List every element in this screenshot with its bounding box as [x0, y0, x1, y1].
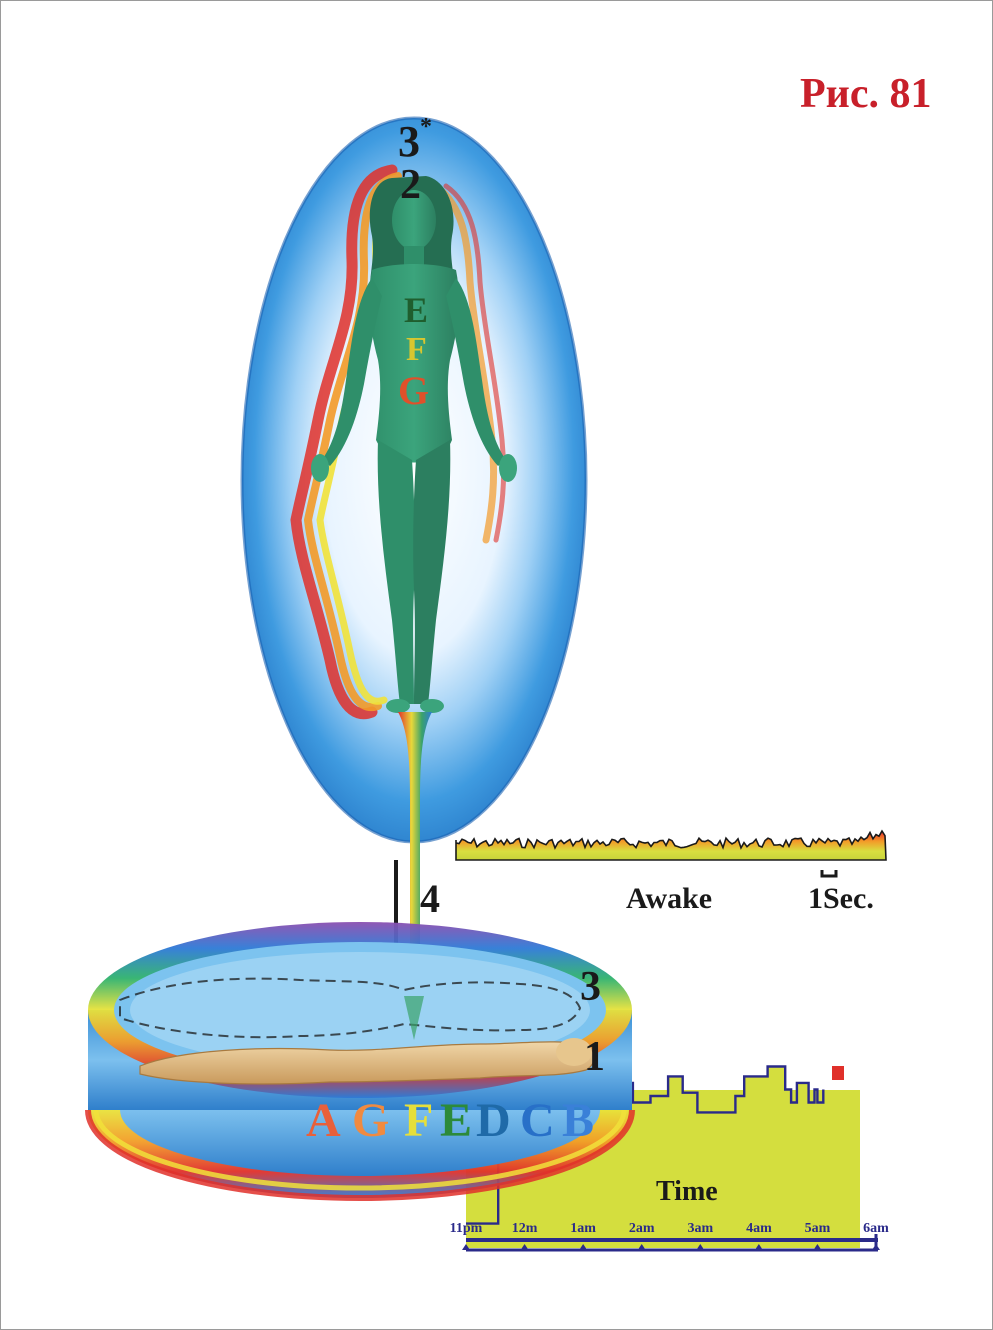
- label-3-star-mark: *: [420, 114, 432, 140]
- label-4: 4: [420, 876, 440, 921]
- label-2: 2: [400, 162, 421, 208]
- physical-aura-ring: [88, 922, 632, 1198]
- chakra-label-e: E: [404, 290, 428, 330]
- eeg-scale-label: 1Sec.: [808, 882, 874, 916]
- label-3-star: 3: [398, 117, 420, 166]
- hypnogram-xlabel: Time: [656, 1176, 718, 1208]
- tick-label: 11pm: [450, 1221, 483, 1236]
- rem-marker: [832, 1066, 844, 1080]
- chakra-label-c: C: [520, 1094, 555, 1147]
- label-3: 3: [580, 964, 601, 1010]
- tick-mark: [872, 1244, 880, 1250]
- tick-label: 1am: [570, 1221, 596, 1236]
- chakra-label-f: F: [404, 1094, 433, 1147]
- tick-label: 2am: [629, 1221, 655, 1236]
- eeg-state-label: Awake: [626, 882, 712, 916]
- eeg-awake-trace: [456, 831, 886, 876]
- tick-label: 6am: [863, 1221, 889, 1236]
- tick-label: 3am: [687, 1221, 713, 1236]
- chakra-label-g: G: [398, 368, 429, 413]
- tick-label: 4am: [746, 1221, 772, 1236]
- chakra-label-g: G: [352, 1094, 389, 1147]
- figure-title: Рис. 81: [800, 70, 932, 118]
- chakra-label-a: A: [306, 1094, 341, 1147]
- tick-label: 5am: [805, 1221, 831, 1236]
- chakra-label-e: E: [440, 1094, 472, 1147]
- time-scale-bar: [822, 870, 836, 876]
- chakra-label-f: F: [406, 331, 427, 368]
- chakra-label-b: B: [562, 1094, 594, 1147]
- chakra-label-d: D: [476, 1094, 511, 1147]
- tick-label: 12m: [512, 1221, 538, 1236]
- label-1: 1: [584, 1034, 605, 1080]
